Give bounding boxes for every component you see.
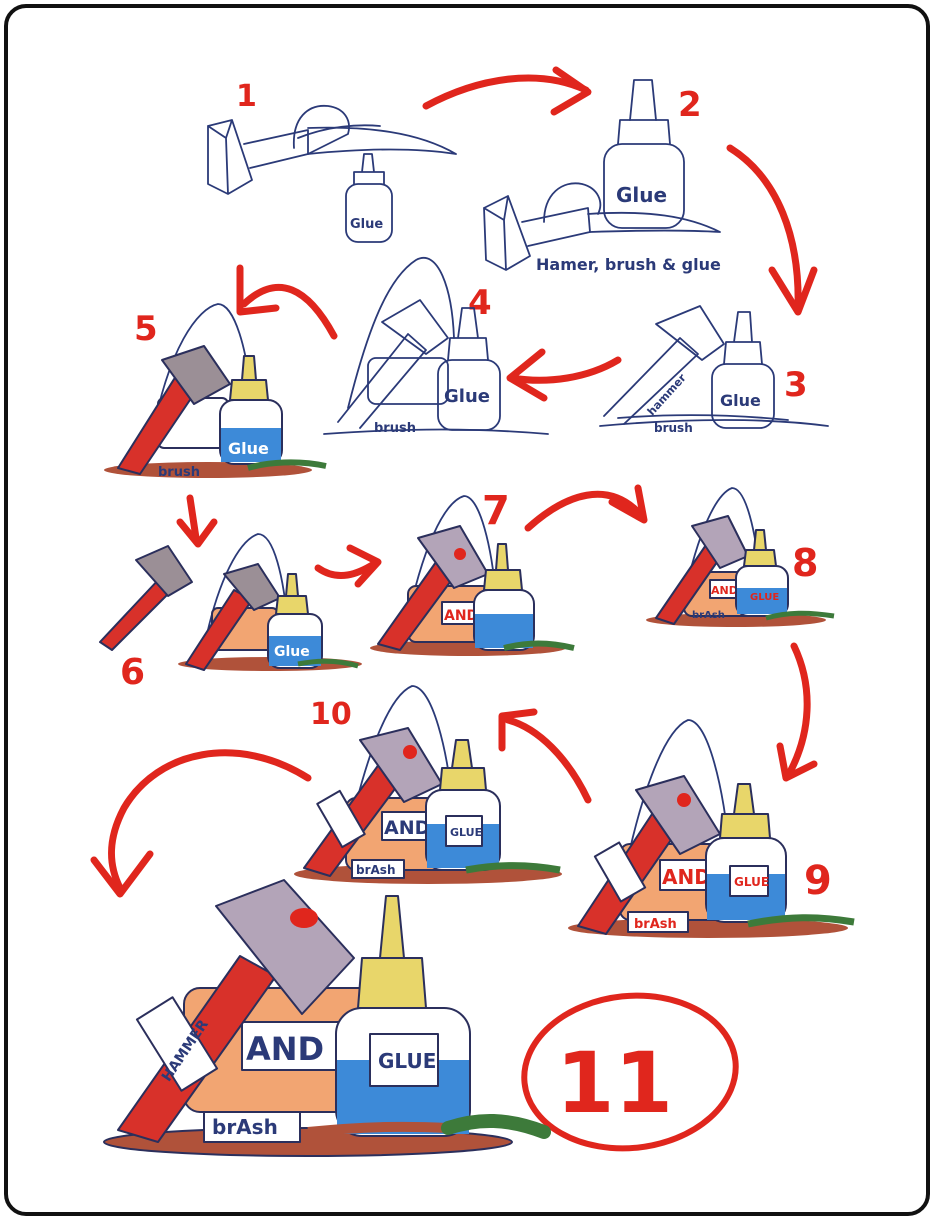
step-number-8: 8 — [792, 541, 818, 585]
arrow-9-to-10 — [504, 716, 592, 804]
step-9-brush-label: brAsh — [634, 917, 677, 932]
arrow-5-to-6 — [186, 494, 200, 542]
step-number-10: 10 — [310, 697, 352, 732]
arrow-1-to-2-head — [550, 66, 592, 116]
step-1-sketch: Glue — [207, 105, 457, 243]
step-9-andc-label: AND — [662, 865, 711, 889]
drawing-canvas: 1 2 3 4 5 6 7 8 9 10 11 Glue — [4, 4, 930, 1216]
final-step-circle — [521, 992, 739, 1152]
step-6-glue-label: Glue — [274, 644, 310, 660]
step-4-sketch: Glue brush — [323, 257, 549, 436]
step-7-andc-label: AND — [444, 608, 478, 624]
arrow-10-to-11 — [108, 749, 312, 892]
step-11-brush-label: brAsh — [212, 1115, 278, 1139]
step-8-glue-label: GLUE — [750, 592, 779, 603]
step-3-brush-label: brush — [654, 421, 693, 435]
step-11-andc-label: AND — [246, 1030, 324, 1068]
step-1-glue-label: Glue — [350, 217, 383, 232]
step-5-glue-label: Glue — [228, 439, 269, 458]
arrow-2-to-3 — [726, 144, 802, 312]
step-number-3: 3 — [784, 365, 808, 405]
step-2-glue-label: Glue — [616, 183, 667, 207]
step-5-brush-label: brush — [158, 465, 200, 480]
step-11-final-drawing: AND HAMMER GLUE brAsh — [103, 879, 551, 1157]
step-number-7: 7 — [482, 488, 510, 534]
arrow-5-to-6-head — [176, 518, 218, 548]
step-number-9: 9 — [804, 858, 832, 904]
step-10-glue-label: GLUE — [450, 826, 482, 839]
arrow-1-to-2 — [422, 74, 590, 110]
step-11-glue-label: GLUE — [378, 1049, 436, 1073]
step-8-andc-label: AND — [711, 584, 738, 597]
step-8-brush-label: brAsh — [692, 610, 725, 621]
arrow-7-to-8-head — [608, 484, 648, 524]
arrow-4-to-5 — [240, 283, 338, 340]
step-9-drawing: AND GLUE brAsh — [568, 719, 855, 938]
step-6-drawing: Glue — [99, 533, 362, 671]
step-4-glue-label: Glue — [444, 386, 490, 407]
arrow-10-to-11-head — [90, 850, 154, 898]
step-7-drawing: AND — [370, 495, 575, 656]
step-2-sketch: Glue Hamer, brush & glue — [483, 79, 721, 274]
step-10-drawing: AND GLUE brAsh — [294, 685, 562, 884]
arrow-8-to-9 — [786, 642, 811, 776]
arrow-3-to-4-head — [506, 348, 548, 402]
arrow-7-to-8 — [524, 490, 642, 532]
step-10-brush-label: brAsh — [356, 863, 395, 877]
arrow-4-to-5-head — [236, 264, 280, 316]
arrow-2-to-3-head — [768, 266, 818, 316]
step-number-4: 4 — [468, 283, 492, 323]
step-number-11: 11 — [556, 1034, 673, 1132]
arrow-6-to-7-head — [346, 544, 382, 588]
step-9-glue-label: GLUE — [734, 875, 769, 889]
step-number-1: 1 — [236, 79, 257, 114]
step-4-brush-label: brush — [374, 421, 416, 436]
arrow-8-to-9-head — [776, 742, 818, 782]
step-3-glue-label: Glue — [720, 391, 761, 410]
arrow-3-to-4 — [508, 356, 622, 384]
step-5-drawing: Glue brush — [104, 303, 327, 480]
step-illustrations: 1 2 3 4 5 6 7 8 9 10 11 Glue — [90, 66, 855, 1157]
step-3-hammer-label: hammer — [645, 371, 689, 418]
step-8-drawing: AND GLUE brAsh — [646, 487, 835, 627]
caption-hammer-brush-glue: Hamer, brush & glue — [536, 255, 721, 274]
step-number-6: 6 — [120, 652, 145, 693]
arrow-9-to-10-head — [498, 708, 538, 752]
step-number-2: 2 — [678, 85, 702, 125]
step-10-andc-label: AND — [384, 817, 430, 839]
step-number-5: 5 — [134, 309, 158, 349]
